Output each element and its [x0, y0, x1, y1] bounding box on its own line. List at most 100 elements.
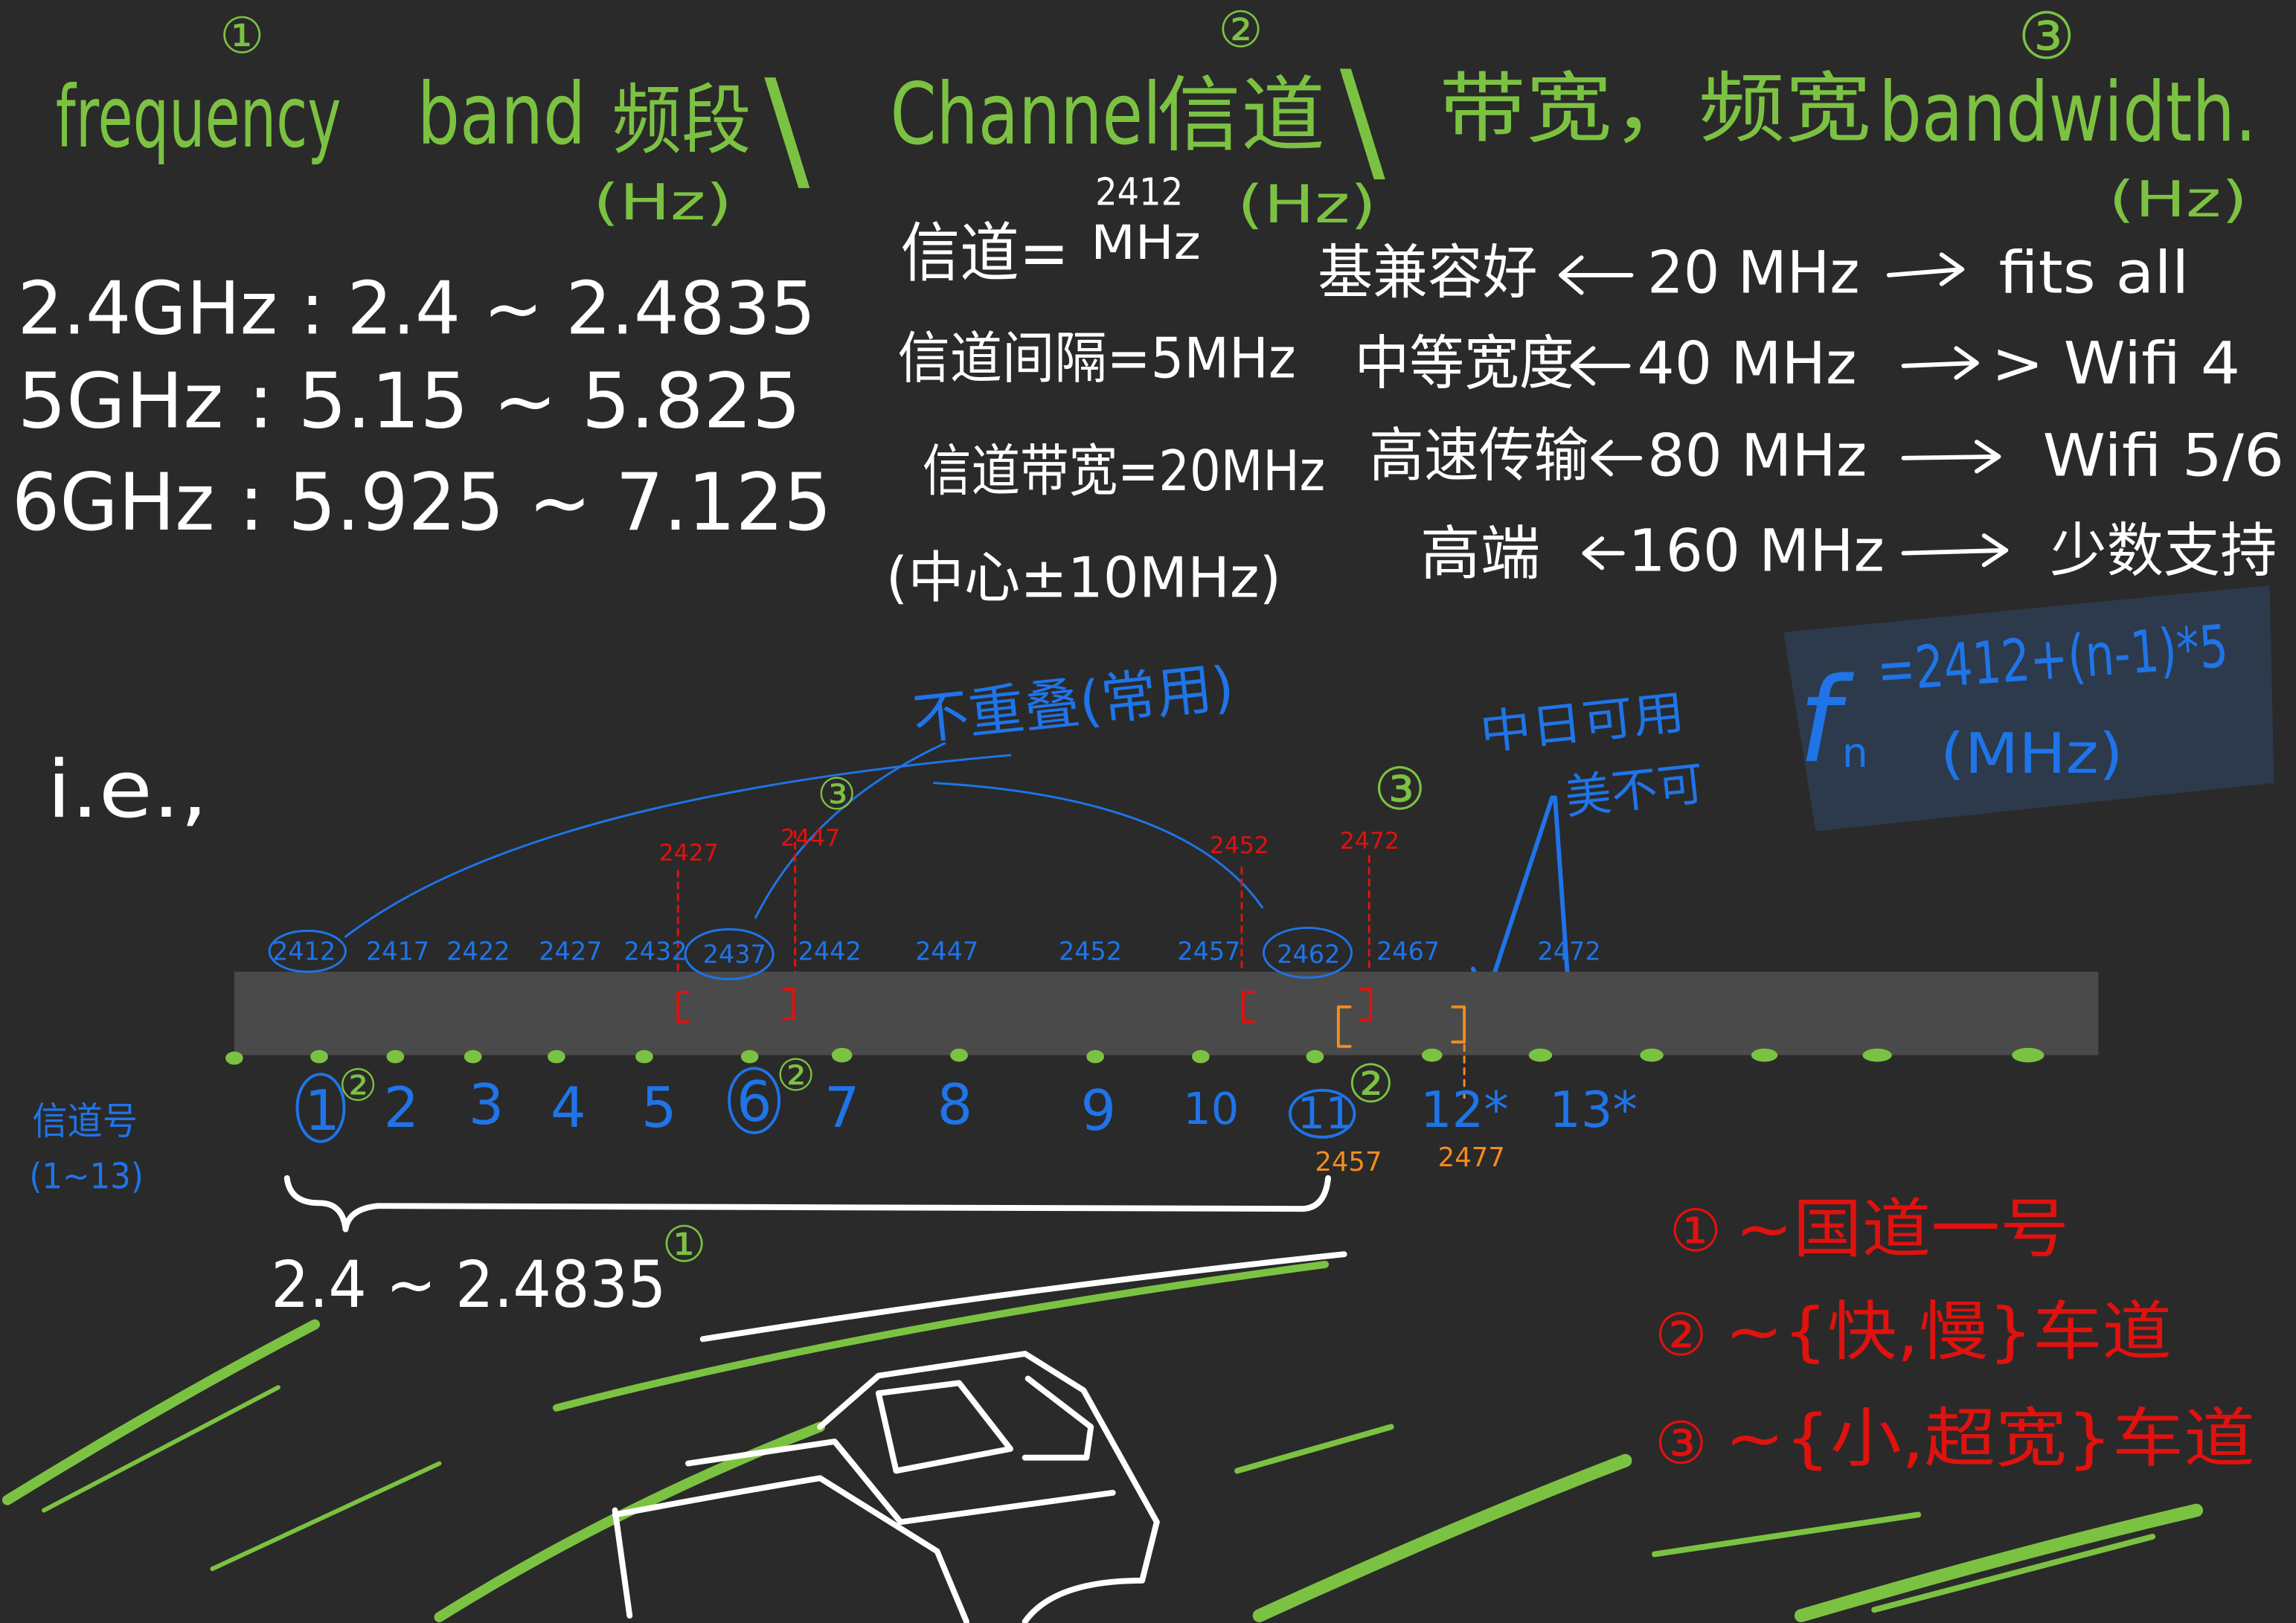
marker-3-channel-13: ③	[1373, 755, 1426, 823]
frequency-label: 2462	[1277, 940, 1340, 969]
title-marker-2: ②	[1218, 1, 1263, 59]
frequency-label: 2427	[539, 937, 602, 966]
band-bar	[234, 971, 2099, 1055]
frequency-label: 2432	[623, 937, 687, 966]
title-line: ① frequency band 频段 (Hz) \ Channel 信道 ② …	[56, 0, 2257, 235]
channel-number: 1	[304, 1079, 340, 1143]
road-stroke	[1234, 1424, 1394, 1474]
marker-2-channel-11: ②	[1347, 1053, 1395, 1115]
legend-marker: ②	[1655, 1301, 1707, 1369]
bandwidth-use: Wifi 5/6	[2043, 421, 2285, 489]
frequency-label: 2417	[366, 937, 429, 966]
bandwidth-desc: 高端	[1420, 519, 1540, 588]
arrow-right-icon	[1901, 346, 1979, 380]
channel-dots	[225, 1047, 2045, 1065]
car-roof	[817, 1351, 1160, 1526]
road-stroke	[552, 1261, 1330, 1412]
title-separator-1: \	[764, 51, 809, 208]
circle-highlight	[1288, 1088, 1356, 1139]
bandwidth-row: 高速传输 80 MHz Wifi 5/6	[1369, 421, 2284, 489]
channel-dot	[1306, 1050, 1324, 1064]
frequency-label: 2422	[446, 937, 510, 966]
car-rear	[1022, 1519, 1160, 1623]
arrow-right-icon	[1901, 533, 2009, 568]
title-separator-2: \	[1340, 42, 1385, 199]
marker-2-channel-1: ②	[339, 1060, 378, 1111]
boundary-label: 2427	[659, 840, 719, 867]
arrow-left-icon	[1582, 536, 1625, 571]
span-brace	[283, 1174, 1332, 1232]
band-span-marker: ①	[662, 1215, 707, 1273]
title-band-unit: (Hz)	[593, 173, 732, 231]
formula-unit: (MHz)	[1940, 721, 2123, 786]
bracket-open	[676, 991, 690, 1023]
ie-label: i.e.,	[47, 744, 208, 836]
bandwidth-width: 20 MHz	[1647, 239, 1859, 307]
channel-number: 6	[737, 1070, 772, 1134]
channel-number: 10	[1183, 1083, 1239, 1134]
channel-dot	[2012, 1047, 2045, 1063]
orange-frequency-label: 2457	[1315, 1147, 1382, 1177]
road-edge-line	[699, 1251, 1347, 1343]
title-marker-1: ①	[219, 7, 264, 65]
circle-highlight	[1263, 926, 1353, 979]
road-stroke	[1794, 1503, 2204, 1623]
channel-value: 2412	[1095, 170, 1183, 214]
bandwidth-width: 160 MHz	[1629, 516, 1885, 585]
legend-marker: ①	[1670, 1197, 1722, 1265]
channel-dot	[1862, 1048, 1892, 1062]
frequency-label: 2472	[1538, 937, 1601, 966]
car-window	[1022, 1375, 1094, 1461]
bandwidth-use: fits all	[1998, 239, 2189, 307]
title-band-cn: 频段	[612, 77, 751, 165]
bracket-open	[1336, 1005, 1352, 1048]
channel-dot	[548, 1050, 565, 1064]
non-overlap-arc	[933, 782, 1263, 909]
channel-unit: MHz	[1091, 216, 1201, 270]
legend-marker: ③	[1655, 1410, 1707, 1478]
channel-notes: 信道= 2412 MHz 信道间隔=5MHz 信道带宽=20MHz (中心±10…	[886, 170, 1325, 610]
circle-highlight	[684, 928, 775, 980]
circle-highlight	[268, 929, 347, 973]
bracket-close	[1451, 1005, 1466, 1044]
arrow-left-icon	[1570, 346, 1631, 386]
channel-number: 5	[641, 1076, 677, 1140]
frequency-label: 2467	[1376, 937, 1440, 966]
boundary-label: 2447	[780, 825, 840, 852]
formula-box	[1783, 585, 2274, 832]
non-overlap-arc	[754, 742, 946, 919]
bandwidth-width: 40 MHz	[1637, 330, 1856, 398]
channel-dot	[310, 1050, 328, 1064]
arrow-left-icon	[1591, 440, 1643, 477]
car-sketch	[612, 1351, 1160, 1623]
band-ranges: 2.4GHz : 2.4 ~ 2.4835 5GHz : 5.15 ~ 5.82…	[12, 267, 832, 550]
bandwidth-row: 高端 160 MHz 少数支持	[1420, 516, 2277, 588]
circle-highlight	[728, 1067, 781, 1134]
channel-dot	[225, 1051, 243, 1065]
car-window	[875, 1380, 1013, 1474]
band-span-text: 2.4 ~ 2.4835	[271, 1248, 666, 1322]
bandwidth-table: 基兼容好 20 MHz fits all 中等宽度 40 MHz > Wifi …	[1318, 239, 2284, 588]
bandwidth-desc: 中等宽度	[1355, 330, 1574, 398]
car-body	[612, 1475, 969, 1623]
bandwidth-desc: 基兼容好	[1318, 239, 1537, 307]
channel-dot	[831, 1047, 853, 1063]
title-channel: Channel	[891, 65, 1161, 164]
orange-frequency-label: 2477	[1438, 1142, 1505, 1173]
frequency-label: 2457	[1177, 937, 1240, 966]
channel-width: 信道带宽=20MHz	[923, 439, 1325, 504]
bracket-close	[1359, 988, 1373, 1022]
channel-number: 4	[551, 1076, 586, 1140]
frequency-label: 2442	[798, 937, 862, 966]
marker-3-channel-6: ③	[817, 768, 856, 820]
title-channel-cn: 信道	[1157, 68, 1325, 163]
road-stroke	[1, 1319, 321, 1505]
bandwidth-desc: 高速传输	[1369, 421, 1588, 489]
channel-dot	[1528, 1048, 1553, 1062]
title-bandwidth-unit: (Hz)	[2109, 170, 2248, 228]
bracket-close	[781, 988, 795, 1021]
frequency-label: 2412	[272, 937, 336, 966]
road-stroke	[42, 1385, 280, 1513]
title-frequency: frequency	[56, 68, 341, 167]
